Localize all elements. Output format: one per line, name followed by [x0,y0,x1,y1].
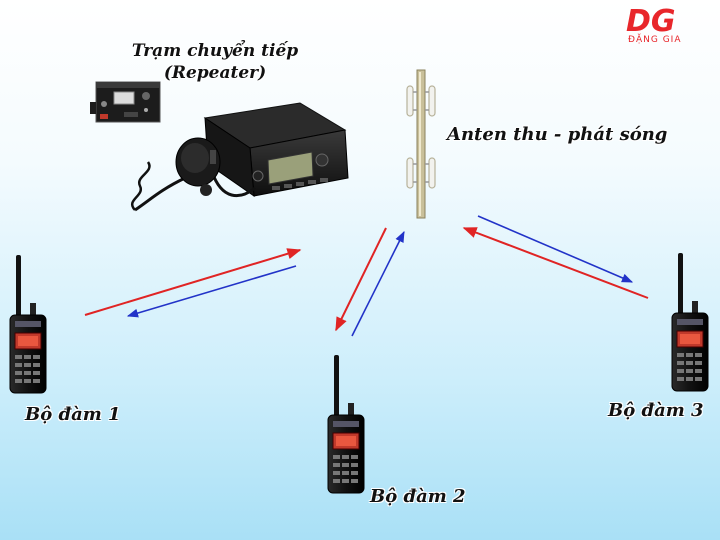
antenna-icon [406,69,436,219]
antenna-label: Anten thu - phát sóng [447,124,668,145]
radio1-uplink-arrow [84,248,302,316]
walkie-talkie-icon [9,255,47,394]
radio1-label: Bộ đàm 1 [25,404,121,425]
radio3-downlink-arrow [477,215,634,283]
radio3-uplink-arrow [462,227,649,299]
logo-mark: DG [626,4,676,39]
repeater-label-line2: (Repeater) [163,63,267,83]
repeater-label: Trạm chuyển tiếp (Repeater) [120,40,310,84]
repeater-label-line1: Trạm chuyển tiếp [131,41,299,61]
radio3-label: Bộ đàm 3 [608,400,704,421]
brand-logo: DG ĐẶNG GIA [626,4,681,44]
radio2-uplink-arrow [351,230,405,337]
walkie-talkie-icon [327,355,365,494]
radio2-downlink-arrow [335,227,387,332]
radio1-downlink-arrow [126,265,297,318]
radio2-label: Bộ đàm 2 [370,486,466,507]
walkie-talkie-icon [671,253,709,392]
repeater-device-icon [90,81,161,123]
handheld-microphone-icon [131,137,256,212]
mobile-radio-icon [203,102,349,198]
logo-text: ĐẶNG GIA [628,33,681,44]
